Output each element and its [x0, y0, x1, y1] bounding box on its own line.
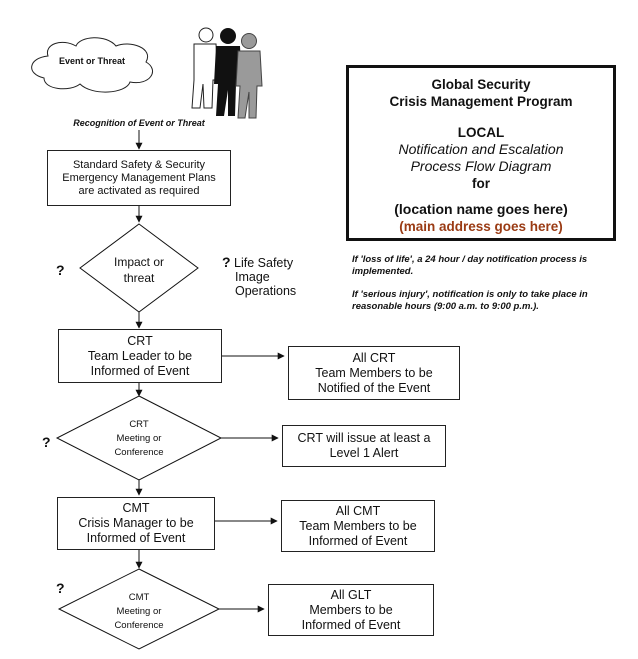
crt-members-line2: Team Members to be — [315, 365, 433, 380]
crt-alert-line2: Level 1 Alert — [329, 446, 399, 460]
side-question-mark: ? — [222, 254, 231, 270]
glt-line3: Informed of Event — [301, 617, 401, 632]
impact-diamond — [79, 223, 199, 313]
life-safety-label: ? Life Safety Image Operations — [222, 255, 296, 298]
crt-members-line1: All CRT — [352, 350, 396, 365]
side-line2: Image — [235, 270, 270, 284]
title-line2: Crisis Management Program — [389, 94, 573, 109]
cmt-crisis-manager-box: CMT Crisis Manager to be Informed of Eve… — [57, 497, 215, 550]
question-mark-impact: ? — [56, 262, 65, 278]
title-line8: (main address goes here) — [399, 219, 563, 234]
emergency-plans-box: Standard Safety & Security Emergency Man… — [47, 150, 231, 206]
connectors — [135, 130, 285, 613]
impact-line1: Impact or — [114, 255, 164, 269]
cmt-members-line2: Team Members to be — [299, 518, 417, 533]
plans-line3: are activated as required — [78, 184, 200, 197]
title-line7: (location name goes here) — [394, 201, 568, 217]
title-box: Global Security Crisis Management Progra… — [346, 65, 616, 241]
crt-diamond-line3: Conference — [114, 447, 163, 458]
cloud-label: Event or Threat — [59, 56, 125, 66]
title-line4: Notification and Escalation — [398, 141, 564, 157]
plans-line1: Standard Safety & Security — [72, 158, 206, 171]
event-cloud: Event or Threat — [31, 37, 153, 93]
cmt-manager-line2: Crisis Manager to be — [78, 516, 194, 530]
crt-leader-line2: Team Leader to be — [87, 348, 193, 363]
title-line6: for — [472, 176, 490, 191]
cmt-members-box: All CMT Team Members to be Informed of E… — [281, 500, 435, 552]
people-group-icon — [191, 27, 263, 119]
glt-line1: All GLT — [330, 587, 372, 602]
crt-leader-line1: CRT — [127, 333, 153, 348]
title-line1: Global Security — [431, 77, 531, 92]
cmt-meeting-diamond — [57, 568, 221, 650]
crt-alert-line1: CRT will issue at least a — [297, 431, 431, 445]
crt-team-leader-box: CRT Team Leader to be Informed of Event — [58, 329, 222, 383]
crt-members-line3: Notified of the Event — [317, 380, 431, 395]
glt-members-box: All GLT Members to be Informed of Event — [268, 584, 434, 636]
plans-line2: Emergency Management Plans — [62, 171, 216, 184]
cmt-manager-line1: CMT — [122, 501, 150, 515]
cmt-diamond-line2: Meeting or — [117, 606, 162, 617]
cmt-manager-line3: Informed of Event — [86, 531, 186, 545]
side-line3: Operations — [235, 284, 297, 298]
impact-line2: threat — [124, 271, 155, 285]
crt-diamond-line2: Meeting or — [117, 433, 162, 444]
glt-line2: Members to be — [309, 602, 393, 617]
note-serious-injury: If 'serious injury', notification is onl… — [352, 289, 588, 312]
recognition-label: Recognition of Event or Threat — [73, 118, 206, 128]
crt-leader-line3: Informed of Event — [90, 363, 190, 378]
crt-alert-box: CRT will issue at least a Level 1 Alert — [282, 425, 446, 467]
crt-meeting-diamond — [55, 395, 223, 481]
cmt-members-line1: All CMT — [335, 503, 381, 518]
crt-members-box: All CRT Team Members to be Notified of t… — [288, 346, 460, 400]
question-mark-cmt: ? — [56, 580, 65, 596]
title-line3: LOCAL — [457, 125, 505, 140]
cmt-diamond-line3: Conference — [114, 620, 163, 631]
side-line1: Life Safety — [234, 256, 294, 270]
question-mark-crt: ? — [42, 434, 51, 450]
title-line5: Process Flow Diagram — [410, 158, 552, 174]
note-loss-of-life: If 'loss of life', a 24 hour / day notif… — [352, 254, 588, 277]
cmt-members-line3: Informed of Event — [308, 533, 408, 548]
crt-diamond-line1: CRT — [129, 419, 149, 430]
cmt-diamond-line1: CMT — [129, 592, 150, 603]
